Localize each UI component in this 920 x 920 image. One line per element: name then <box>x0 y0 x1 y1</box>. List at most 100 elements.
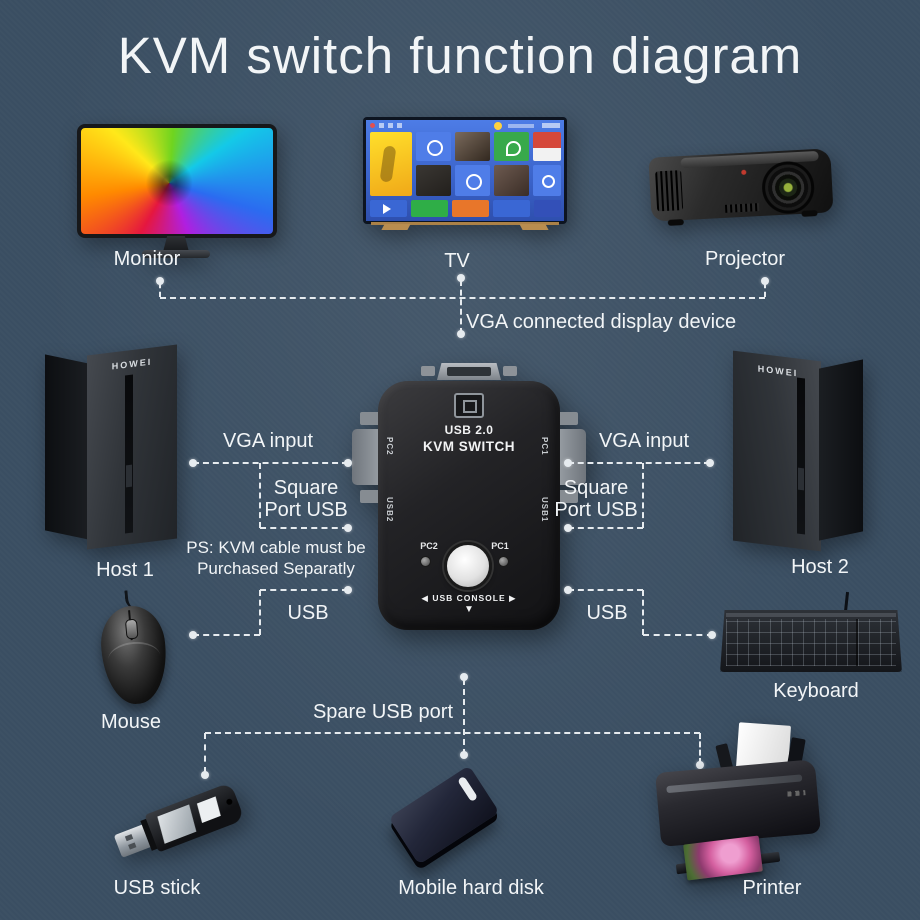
dashed-line <box>568 589 643 591</box>
host2-side-face <box>819 359 863 541</box>
keyboard-label: Keyboard <box>773 680 859 702</box>
kvm-port-label-usb2: USB2 <box>385 497 394 523</box>
kvm-left-vga-port <box>352 429 382 485</box>
connector-dot <box>344 524 352 532</box>
dashed-line <box>193 462 348 464</box>
connector-dot <box>189 631 197 639</box>
dashed-line <box>260 527 348 529</box>
printer-body <box>655 759 821 847</box>
keyboard-numpad-divider <box>856 619 858 666</box>
tv-statusbar-clock <box>542 123 560 128</box>
host2-drive-stripe <box>797 377 805 535</box>
keyboard-keys <box>726 619 896 666</box>
host2-label: Host 2 <box>791 556 849 578</box>
display-bus-label: VGA connected display device <box>466 311 737 333</box>
connector-dot <box>344 586 352 594</box>
dashed-line <box>259 463 261 528</box>
connector-dot <box>706 459 714 467</box>
printer-label: Printer <box>742 877 802 899</box>
tv-statusbar-icon <box>379 123 384 128</box>
tv-statusbar-dot-red <box>370 123 375 128</box>
tv-leg <box>381 224 411 230</box>
tv-bottom-bar <box>371 222 559 225</box>
tv-statusbar-icon <box>388 123 393 128</box>
host1-illustration: HOWEI <box>45 344 177 550</box>
kvm-usb-b-inner <box>463 400 477 413</box>
dashed-line <box>204 733 206 773</box>
kvm-model-line2: KVM SWITCH <box>423 439 515 454</box>
right-usb-label: USB <box>586 602 628 624</box>
host1-drive-stripe <box>125 374 133 534</box>
dashed-line <box>463 679 465 755</box>
mouse-label: Mouse <box>100 711 162 733</box>
monitor-stand-base <box>142 250 210 258</box>
left-vga-label: VGA input <box>222 430 314 452</box>
dashed-line <box>160 297 765 299</box>
tv-tile <box>493 200 530 217</box>
dashed-line <box>159 283 161 297</box>
projector-foot <box>801 210 818 217</box>
kvm-port-label-pc2: PC2 <box>385 437 394 456</box>
dashed-line <box>260 589 348 591</box>
printer-photo-output <box>683 835 763 881</box>
dashed-line <box>193 634 260 636</box>
keyboard-top-strip <box>726 613 896 617</box>
kvm-left-tab <box>360 490 382 503</box>
tv-leg <box>519 224 549 230</box>
spare-usb-label: Spare USB port <box>312 701 454 723</box>
connector-dot <box>457 274 465 282</box>
tv-tile <box>416 165 451 196</box>
tv-tile <box>533 165 561 196</box>
tv-screen <box>366 120 564 221</box>
keyboard-cable <box>843 591 850 613</box>
host2-illustration: HOWEI <box>733 350 863 552</box>
kvm-cable-note: PS: KVM cable must be Purchased Separatl… <box>186 538 366 578</box>
kvm-led <box>498 556 509 567</box>
tv-tile <box>416 132 451 161</box>
kvm-right-vga-port <box>556 429 586 485</box>
tv-tile-figure <box>379 145 397 183</box>
tv-label: TV <box>444 250 470 272</box>
connector-dot <box>696 761 704 769</box>
kvm-panel-label-pc1: PC1 <box>491 541 509 551</box>
tv-tile <box>370 132 412 196</box>
right-vga-label: VGA input <box>598 430 690 452</box>
mobile-hard-disk-illustration <box>388 765 500 865</box>
monitor-stand-neck <box>163 236 189 252</box>
tv-tile-icon <box>466 174 482 190</box>
host1-side-face <box>45 354 89 540</box>
tv-play-icon <box>383 204 391 214</box>
connector-dot <box>761 277 769 285</box>
printer-control-dots <box>787 790 806 797</box>
tv-tile <box>533 132 561 161</box>
kvm-console-label: ◀ USB CONSOLE ▶ <box>421 593 517 603</box>
dashed-line <box>205 732 700 734</box>
kvm-port-label-usb1: USB1 <box>540 497 549 523</box>
tv-illustration <box>363 117 567 230</box>
tv-tile <box>370 200 407 217</box>
tv-tile-icon <box>542 175 555 188</box>
kvm-usb-b-port-icon <box>454 393 484 418</box>
host1-label: Host 1 <box>96 559 154 581</box>
tv-statusbar-text <box>508 124 534 128</box>
dashed-line <box>568 527 643 529</box>
connector-dot <box>708 631 716 639</box>
connector-dot <box>156 277 164 285</box>
connector-dot <box>201 771 209 779</box>
host1-port-detail <box>126 464 132 488</box>
kvm-arrow-down: ▼ <box>464 604 474 615</box>
tv-tile-icon <box>506 141 521 156</box>
tv-statusbar-icon <box>397 123 402 128</box>
monitor-screen <box>77 124 277 238</box>
projector-illustration <box>648 145 834 226</box>
dashed-line <box>642 590 644 635</box>
tv-tile <box>411 200 448 217</box>
tv-tile <box>452 200 489 217</box>
kvm-right-tab <box>556 490 578 503</box>
connector-dot <box>344 459 352 467</box>
printer-illustration <box>655 720 825 881</box>
kvm-led <box>420 556 431 567</box>
kvm-top-vga-screw <box>421 366 435 376</box>
dashed-line <box>643 634 713 636</box>
